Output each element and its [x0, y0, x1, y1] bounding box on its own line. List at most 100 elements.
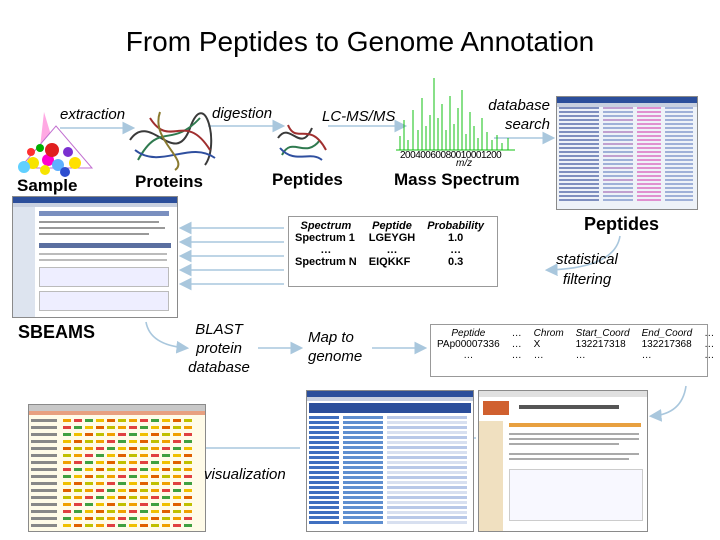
table-row: … … … — [289, 244, 490, 256]
table-row-mark — [387, 456, 467, 459]
track-feature-mark — [173, 482, 181, 485]
track-feature-mark — [118, 468, 126, 471]
track-feature-mark — [63, 517, 71, 520]
track-feature-mark — [184, 524, 192, 527]
track-feature-mark — [107, 461, 115, 464]
search-results-screenshot — [556, 96, 698, 210]
track-feature-mark — [63, 426, 71, 429]
track-feature-mark — [162, 517, 170, 520]
track-feature-mark — [162, 461, 170, 464]
track-feature-mark — [184, 496, 192, 499]
result-row-mark — [665, 119, 693, 121]
result-row-mark — [637, 131, 661, 133]
track-feature-mark — [74, 433, 82, 436]
track-feature-mark — [96, 510, 104, 513]
table-row-mark — [387, 486, 467, 489]
column-header: Peptide — [372, 220, 412, 232]
track-feature-mark — [107, 482, 115, 485]
table-row-mark — [343, 511, 383, 514]
track-feature-mark — [140, 517, 148, 520]
table-row-mark — [309, 506, 339, 509]
track-feature-mark — [63, 475, 71, 478]
track-feature-mark — [118, 503, 126, 506]
track-feature-mark — [96, 426, 104, 429]
result-row-mark — [637, 183, 661, 185]
result-row-mark — [603, 139, 633, 141]
table-row-mark — [343, 516, 383, 519]
label-peptides-left: Peptides — [272, 170, 343, 189]
track-feature-mark — [173, 489, 181, 492]
track-feature-mark — [184, 447, 192, 450]
track-label-mark — [31, 517, 57, 520]
track-feature-mark — [85, 517, 93, 520]
table-row-mark — [343, 431, 383, 434]
track-feature-mark — [162, 447, 170, 450]
track-feature-mark — [96, 482, 104, 485]
table-row-mark — [309, 461, 339, 464]
table-row-mark — [309, 511, 339, 514]
track-feature-mark — [140, 454, 148, 457]
result-row-mark — [559, 115, 599, 117]
track-feature-mark — [63, 496, 71, 499]
track-feature-mark — [140, 461, 148, 464]
result-row-mark — [603, 187, 633, 189]
table-row-mark — [387, 461, 467, 464]
result-row-mark — [603, 155, 633, 157]
track-feature-mark — [140, 426, 148, 429]
table-cell: 0.3 — [447, 256, 464, 268]
step-digestion: digestion — [212, 105, 273, 122]
track-feature-mark — [173, 468, 181, 471]
track-feature-mark — [162, 419, 170, 422]
track-feature-mark — [151, 503, 159, 506]
track-label-mark — [31, 489, 57, 492]
track-feature-mark — [96, 433, 104, 436]
track-feature-mark — [63, 454, 71, 457]
track-feature-mark — [107, 426, 115, 429]
track-feature-mark — [85, 468, 93, 471]
track-feature-mark — [85, 475, 93, 478]
track-feature-mark — [184, 419, 192, 422]
track-feature-mark — [129, 496, 137, 499]
table-row-mark — [343, 496, 383, 499]
track-feature-mark — [74, 426, 82, 429]
result-row-mark — [665, 187, 693, 189]
table-row-mark — [343, 451, 383, 454]
track-feature-mark — [129, 426, 137, 429]
track-feature-mark — [118, 489, 126, 492]
track-feature-mark — [63, 510, 71, 513]
result-row-mark — [559, 171, 599, 173]
track-feature-mark — [129, 524, 137, 527]
search-results-grid — [559, 107, 693, 201]
result-row-mark — [637, 135, 661, 137]
track-feature-mark — [96, 503, 104, 506]
table-row-mark — [343, 471, 383, 474]
track-feature-mark — [173, 447, 181, 450]
track-feature-mark — [118, 496, 126, 499]
track-feature-mark — [140, 468, 148, 471]
track-feature-mark — [140, 419, 148, 422]
track-feature-mark — [85, 461, 93, 464]
table-row-mark — [343, 486, 383, 489]
result-row-mark — [603, 159, 633, 161]
track-feature-mark — [140, 510, 148, 513]
track-feature-mark — [151, 468, 159, 471]
result-row-mark — [637, 151, 661, 153]
step-map-genome-line: genome — [308, 348, 363, 365]
track-feature-mark — [107, 475, 115, 478]
track-feature-mark — [184, 468, 192, 471]
result-row-mark — [559, 191, 599, 193]
track-feature-mark — [184, 454, 192, 457]
result-row-mark — [603, 119, 633, 121]
table-row-mark — [387, 446, 467, 449]
track-feature-mark — [74, 496, 82, 499]
result-row-mark — [603, 135, 633, 137]
arrow-blast — [145, 321, 190, 354]
peptidedetails-screenshot — [478, 390, 648, 532]
table-cell: Spectrum N — [295, 256, 357, 268]
result-row-mark — [665, 107, 693, 109]
genome-browser-screenshot — [28, 404, 206, 532]
spectrum-x-ticks: 200 400 600 800 1000 1200 — [400, 150, 502, 161]
result-row-mark — [603, 107, 633, 109]
